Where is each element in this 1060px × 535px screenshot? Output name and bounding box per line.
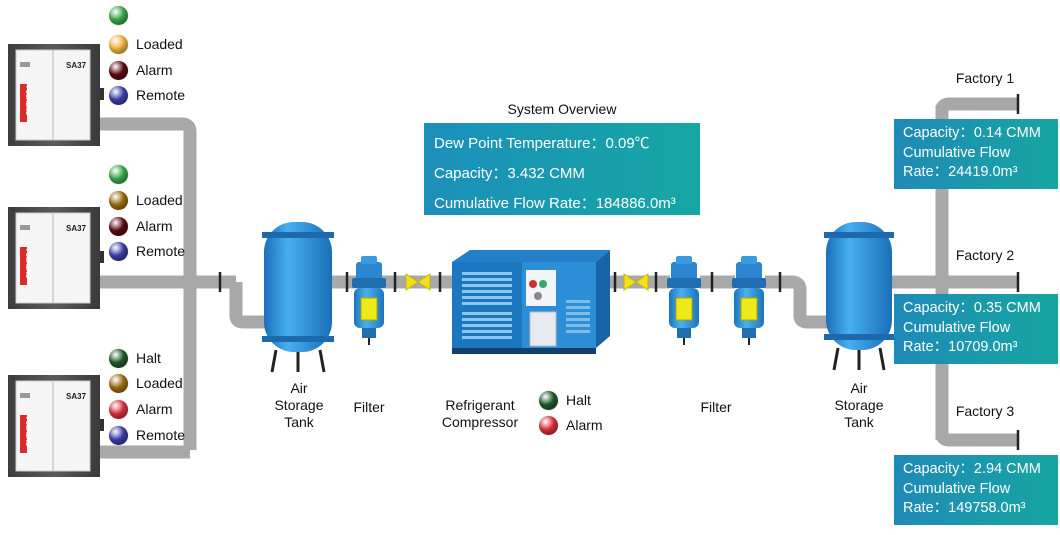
system-overview-panel: Dew Point Temperature：0.09℃ Capacity：3.4… <box>424 123 700 215</box>
status-label: Halt <box>136 350 161 366</box>
remote-indicator <box>109 85 128 105</box>
compressor-status-row <box>109 163 136 185</box>
halt-indicator <box>539 390 558 410</box>
refrigerant-compressor[interactable] <box>452 250 610 354</box>
factory-1-panel: Capacity：0.14 CMM Cumulative Flow Rate：2… <box>894 119 1058 189</box>
air-storage-tank-right[interactable] <box>824 222 894 371</box>
filter-right-1[interactable] <box>667 256 701 345</box>
dryer-status-label: Halt <box>566 392 591 408</box>
pipe-compressor-1 <box>98 117 197 450</box>
status-label: Loaded <box>136 36 183 52</box>
pipe-to-left-tank <box>229 282 266 329</box>
status-label: Alarm <box>136 218 173 234</box>
factory-1-flow-label: Cumulative Flow <box>903 144 1011 161</box>
compressor-vertical-brand: FUSHENG <box>24 417 30 447</box>
running-indicator <box>109 5 128 25</box>
factory-1-capacity: Capacity：0.14 CMM <box>903 125 1041 141</box>
dew-point-value: Dew Point Temperature：0.09℃ <box>434 135 650 152</box>
remote-indicator <box>109 241 128 261</box>
alarm-indicator <box>109 60 128 80</box>
factory-2-panel: Capacity：0.35 CMM Cumulative Flow Rate：1… <box>894 294 1058 364</box>
factory-3-flow-label: Cumulative Flow <box>903 480 1011 497</box>
factory-3-name: Factory 3 <box>955 403 1015 419</box>
loaded-indicator <box>109 34 128 54</box>
factory-1-flow-rate: Rate：24419.0m³ <box>903 164 1018 180</box>
air-storage-tank-left[interactable] <box>262 222 334 373</box>
factory-3-panel: Capacity：2.94 CMM Cumulative Flow Rate：1… <box>894 455 1058 525</box>
loaded-indicator <box>109 373 128 393</box>
compressor-status-row: Alarm <box>109 398 173 420</box>
filter-right-2[interactable] <box>732 256 766 345</box>
loaded-indicator <box>109 190 128 210</box>
status-label: Alarm <box>136 401 173 417</box>
factory-2-flow-rate: Rate：10709.0m³ <box>903 339 1018 355</box>
compressor-status-row: Alarm <box>109 215 173 237</box>
factory-3-flow-rate: Rate：149758.0m³ <box>903 500 1026 516</box>
filter-left[interactable] <box>352 256 386 345</box>
capacity-value: Capacity：3.432 CMM <box>434 165 585 182</box>
tank-left-label: Air Storage Tank <box>274 380 324 430</box>
compressor-brand-label: SA37 <box>66 61 87 70</box>
compressor-status-row <box>109 4 136 26</box>
compressor-brand-label: SA37 <box>66 392 87 401</box>
status-label: Alarm <box>136 62 173 78</box>
status-label: Remote <box>136 427 186 443</box>
filter-left-label: Filter <box>353 399 385 415</box>
compressor-brand-label: SA37 <box>66 224 87 233</box>
compressor-status-row: Loaded <box>109 372 183 394</box>
factory-1-name: Factory 1 <box>955 70 1015 86</box>
compressor-vertical-brand: FUSHENG <box>24 249 30 279</box>
alarm-indicator <box>109 216 128 236</box>
filter-right-label: Filter <box>700 399 732 415</box>
compressor-status-row: Alarm <box>109 59 173 81</box>
compressor-vertical-brand: FUSHENG <box>24 86 30 116</box>
dryer-status-label: Alarm <box>566 417 603 433</box>
pipe-to-factory-3 <box>935 432 1018 447</box>
status-label: Loaded <box>136 192 183 208</box>
pipe-to-factory-1 <box>935 97 1018 112</box>
alarm-indicator <box>109 399 128 419</box>
valve-right[interactable] <box>623 273 649 291</box>
status-label: Remote <box>136 243 186 259</box>
dryer-status-halt: Halt <box>539 389 591 411</box>
compressor-status-row: Remote <box>109 84 185 106</box>
tank-right-label: Air Storage Tank <box>834 380 884 430</box>
running-indicator <box>109 164 128 184</box>
pipe-flanges <box>218 94 1020 450</box>
dryer-label: Refrigerant Compressor <box>441 397 519 430</box>
halt-indicator <box>109 348 128 368</box>
compressor-status-row: Remote <box>109 424 185 446</box>
dryer-status-alarm: Alarm <box>539 414 603 436</box>
valve-left[interactable] <box>405 273 431 291</box>
remote-indicator <box>109 425 128 445</box>
factory-2-capacity: Capacity：0.35 CMM <box>903 300 1041 316</box>
overview-title: System Overview <box>507 101 617 117</box>
factory-3-capacity: Capacity：2.94 CMM <box>903 461 1041 477</box>
status-label: Loaded <box>136 375 183 391</box>
compressor-status-row: Loaded <box>109 189 183 211</box>
factory-2-flow-label: Cumulative Flow <box>903 319 1011 336</box>
compressor-status-row: Halt <box>109 347 161 369</box>
factory-2-name: Factory 2 <box>955 247 1015 263</box>
compressor-status-row: Loaded <box>109 33 183 55</box>
alarm-indicator <box>539 415 558 435</box>
cumulative-flow-value: Cumulative Flow Rate：184886.0m³ <box>434 195 676 212</box>
compressor-status-row: Remote <box>109 240 185 262</box>
pipe-to-right-tank <box>765 275 830 329</box>
status-label: Remote <box>136 87 186 103</box>
